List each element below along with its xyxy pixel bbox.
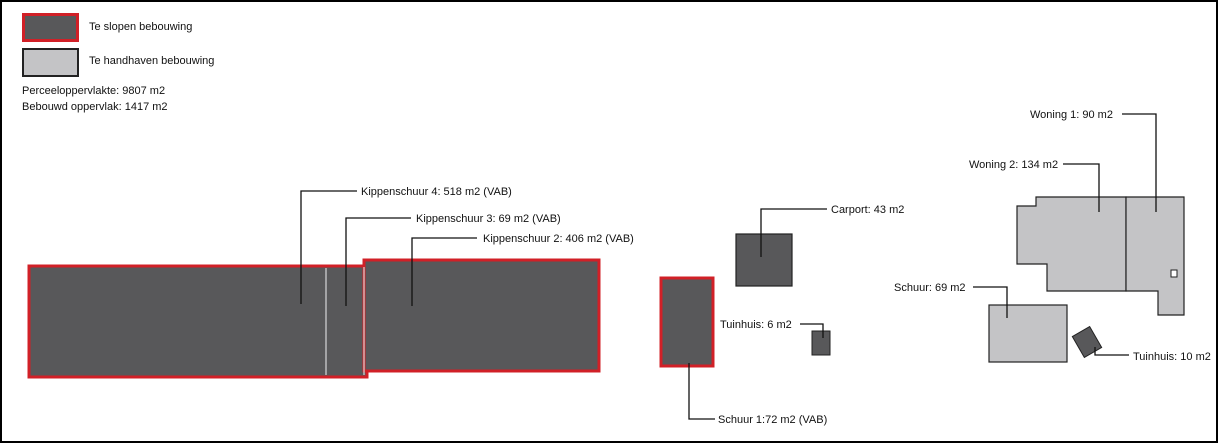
- building-schuur-1: [659, 276, 715, 368]
- leader-lines: [300, 113, 1157, 420]
- building-tuinhuis-2: [1071, 325, 1103, 359]
- label-kippenschuur-2: Kippenschuur 2: 406 m2 (VAB): [483, 233, 634, 245]
- label-tuinhuis-1: Tuinhuis: 6 m2: [720, 319, 792, 331]
- building-tuinhuis-1: [811, 330, 831, 356]
- label-kippenschuur-4: Kippenschuur 4: 518 m2 (VAB): [361, 186, 512, 198]
- label-woning-1: Woning 1: 90 m2: [1030, 109, 1113, 121]
- label-schuur-1: Schuur 1:72 m2 (VAB): [718, 414, 827, 426]
- label-kippenschuur-3: Kippenschuur 3: 69 m2 (VAB): [416, 213, 561, 225]
- legend-label-demolish: Te slopen bebouwing: [89, 21, 193, 33]
- building-carport: [735, 233, 793, 287]
- legend-swatch-keep: [22, 48, 79, 77]
- legend-swatch-demolish: [22, 13, 79, 42]
- label-tuinhuis-2: Tuinhuis: 10 m2: [1133, 351, 1211, 363]
- plot-area-text: Perceeloppervlakte: 9807 m2: [22, 85, 166, 97]
- building-kippenschuur-2: [362, 258, 601, 373]
- building-woning-2: [1016, 196, 1127, 292]
- building-woning-notch: [1170, 269, 1178, 278]
- building-kippenschuur-4-3: [27, 264, 369, 379]
- building-schuur-2: [988, 304, 1068, 363]
- label-woning-2: Woning 2: 134 m2: [969, 159, 1058, 171]
- building-woning-1: [1125, 196, 1185, 316]
- label-schuur-2: Schuur: 69 m2: [894, 282, 966, 294]
- built-area-text: Bebouwd oppervlak: 1417 m2: [22, 101, 168, 113]
- label-carport: Carport: 43 m2: [831, 204, 904, 216]
- legend-label-keep: Te handhaven bebouwing: [89, 55, 215, 67]
